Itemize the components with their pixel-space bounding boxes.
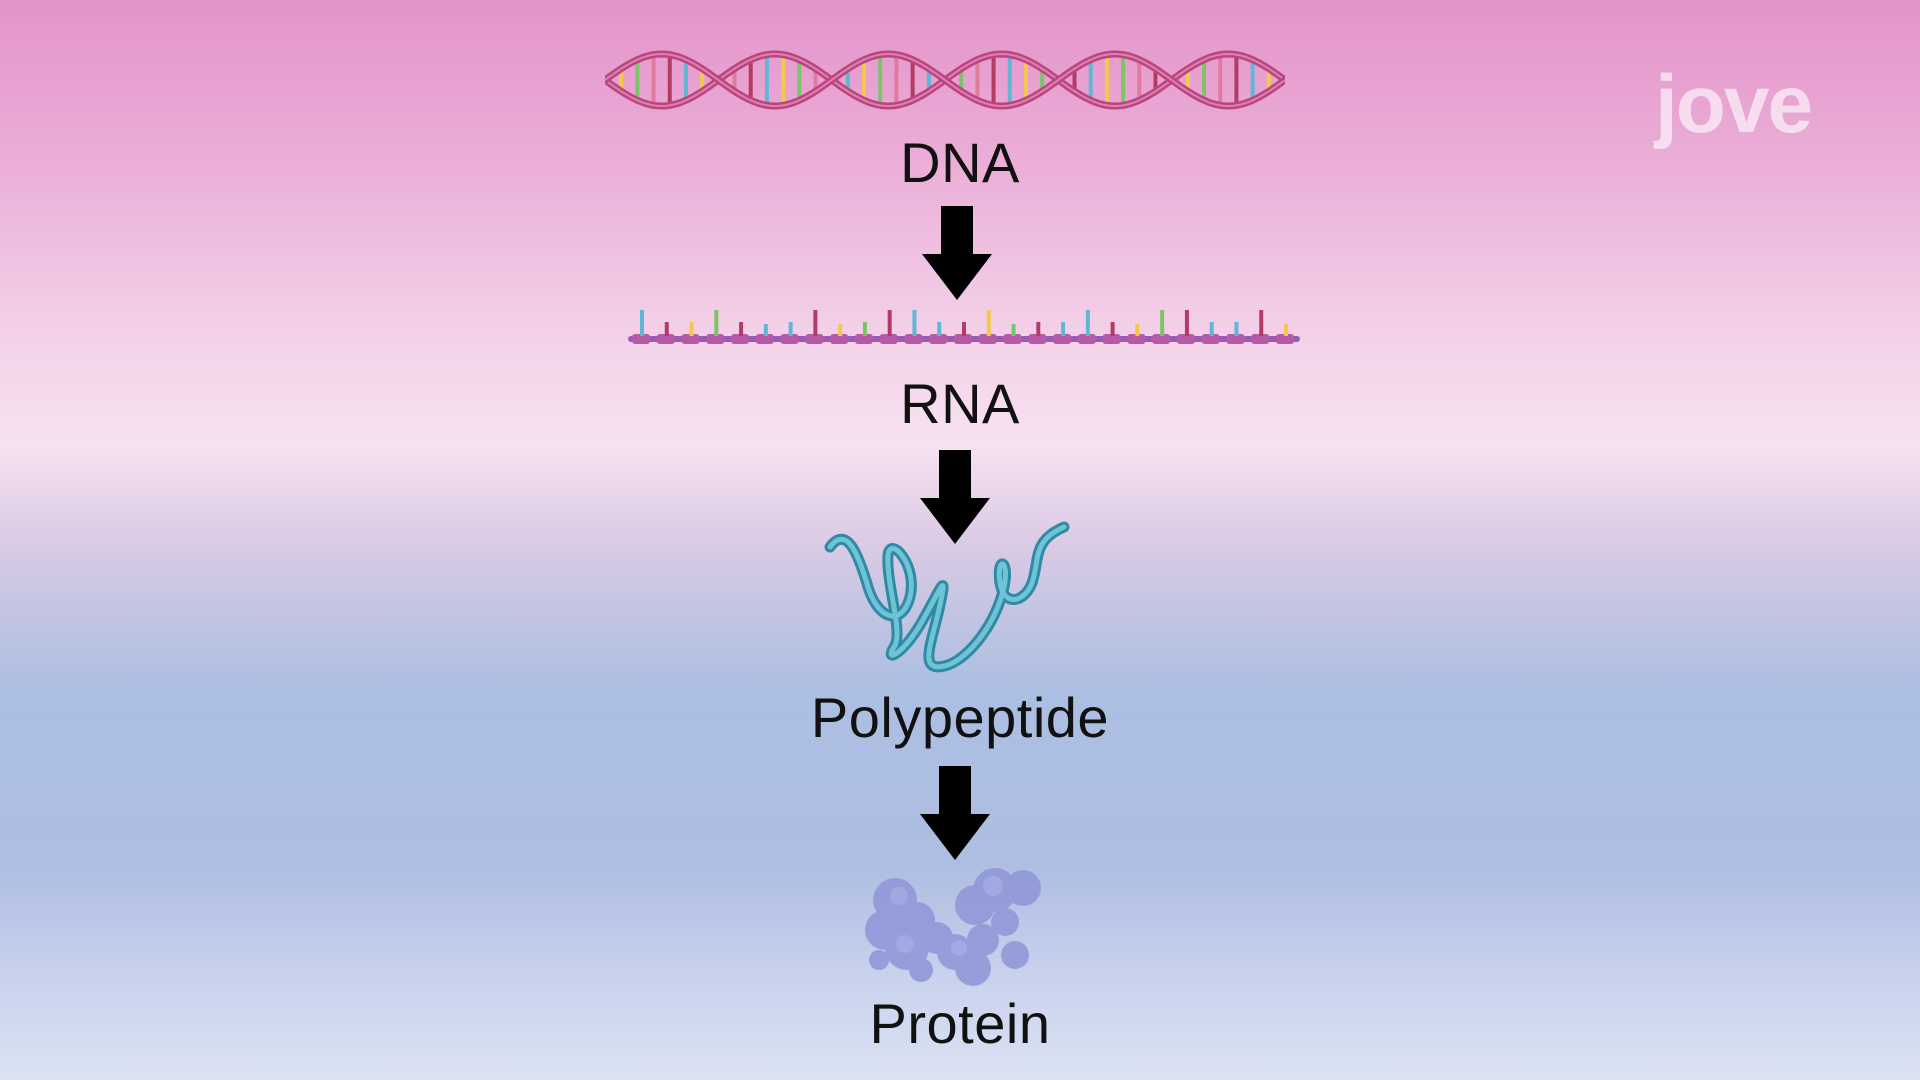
jove-logo: jove [1655, 60, 1825, 150]
arrow-down-icon [920, 450, 990, 544]
rna-label: RNA [900, 372, 1020, 435]
rna-strand-icon [628, 310, 1300, 344]
jove-logo-text: jove [1655, 59, 1813, 150]
polypeptide-label: Polypeptide [810, 686, 1110, 749]
dna-double-helix-icon [605, 50, 1285, 110]
protein-label: Protein [869, 992, 1051, 1055]
folded-protein-icon [865, 868, 1041, 986]
dna-label: DNA [900, 131, 1020, 194]
arrow-down-icon [922, 206, 992, 300]
polypeptide-chain-icon [824, 521, 1070, 673]
arrow-down-icon [920, 766, 990, 860]
